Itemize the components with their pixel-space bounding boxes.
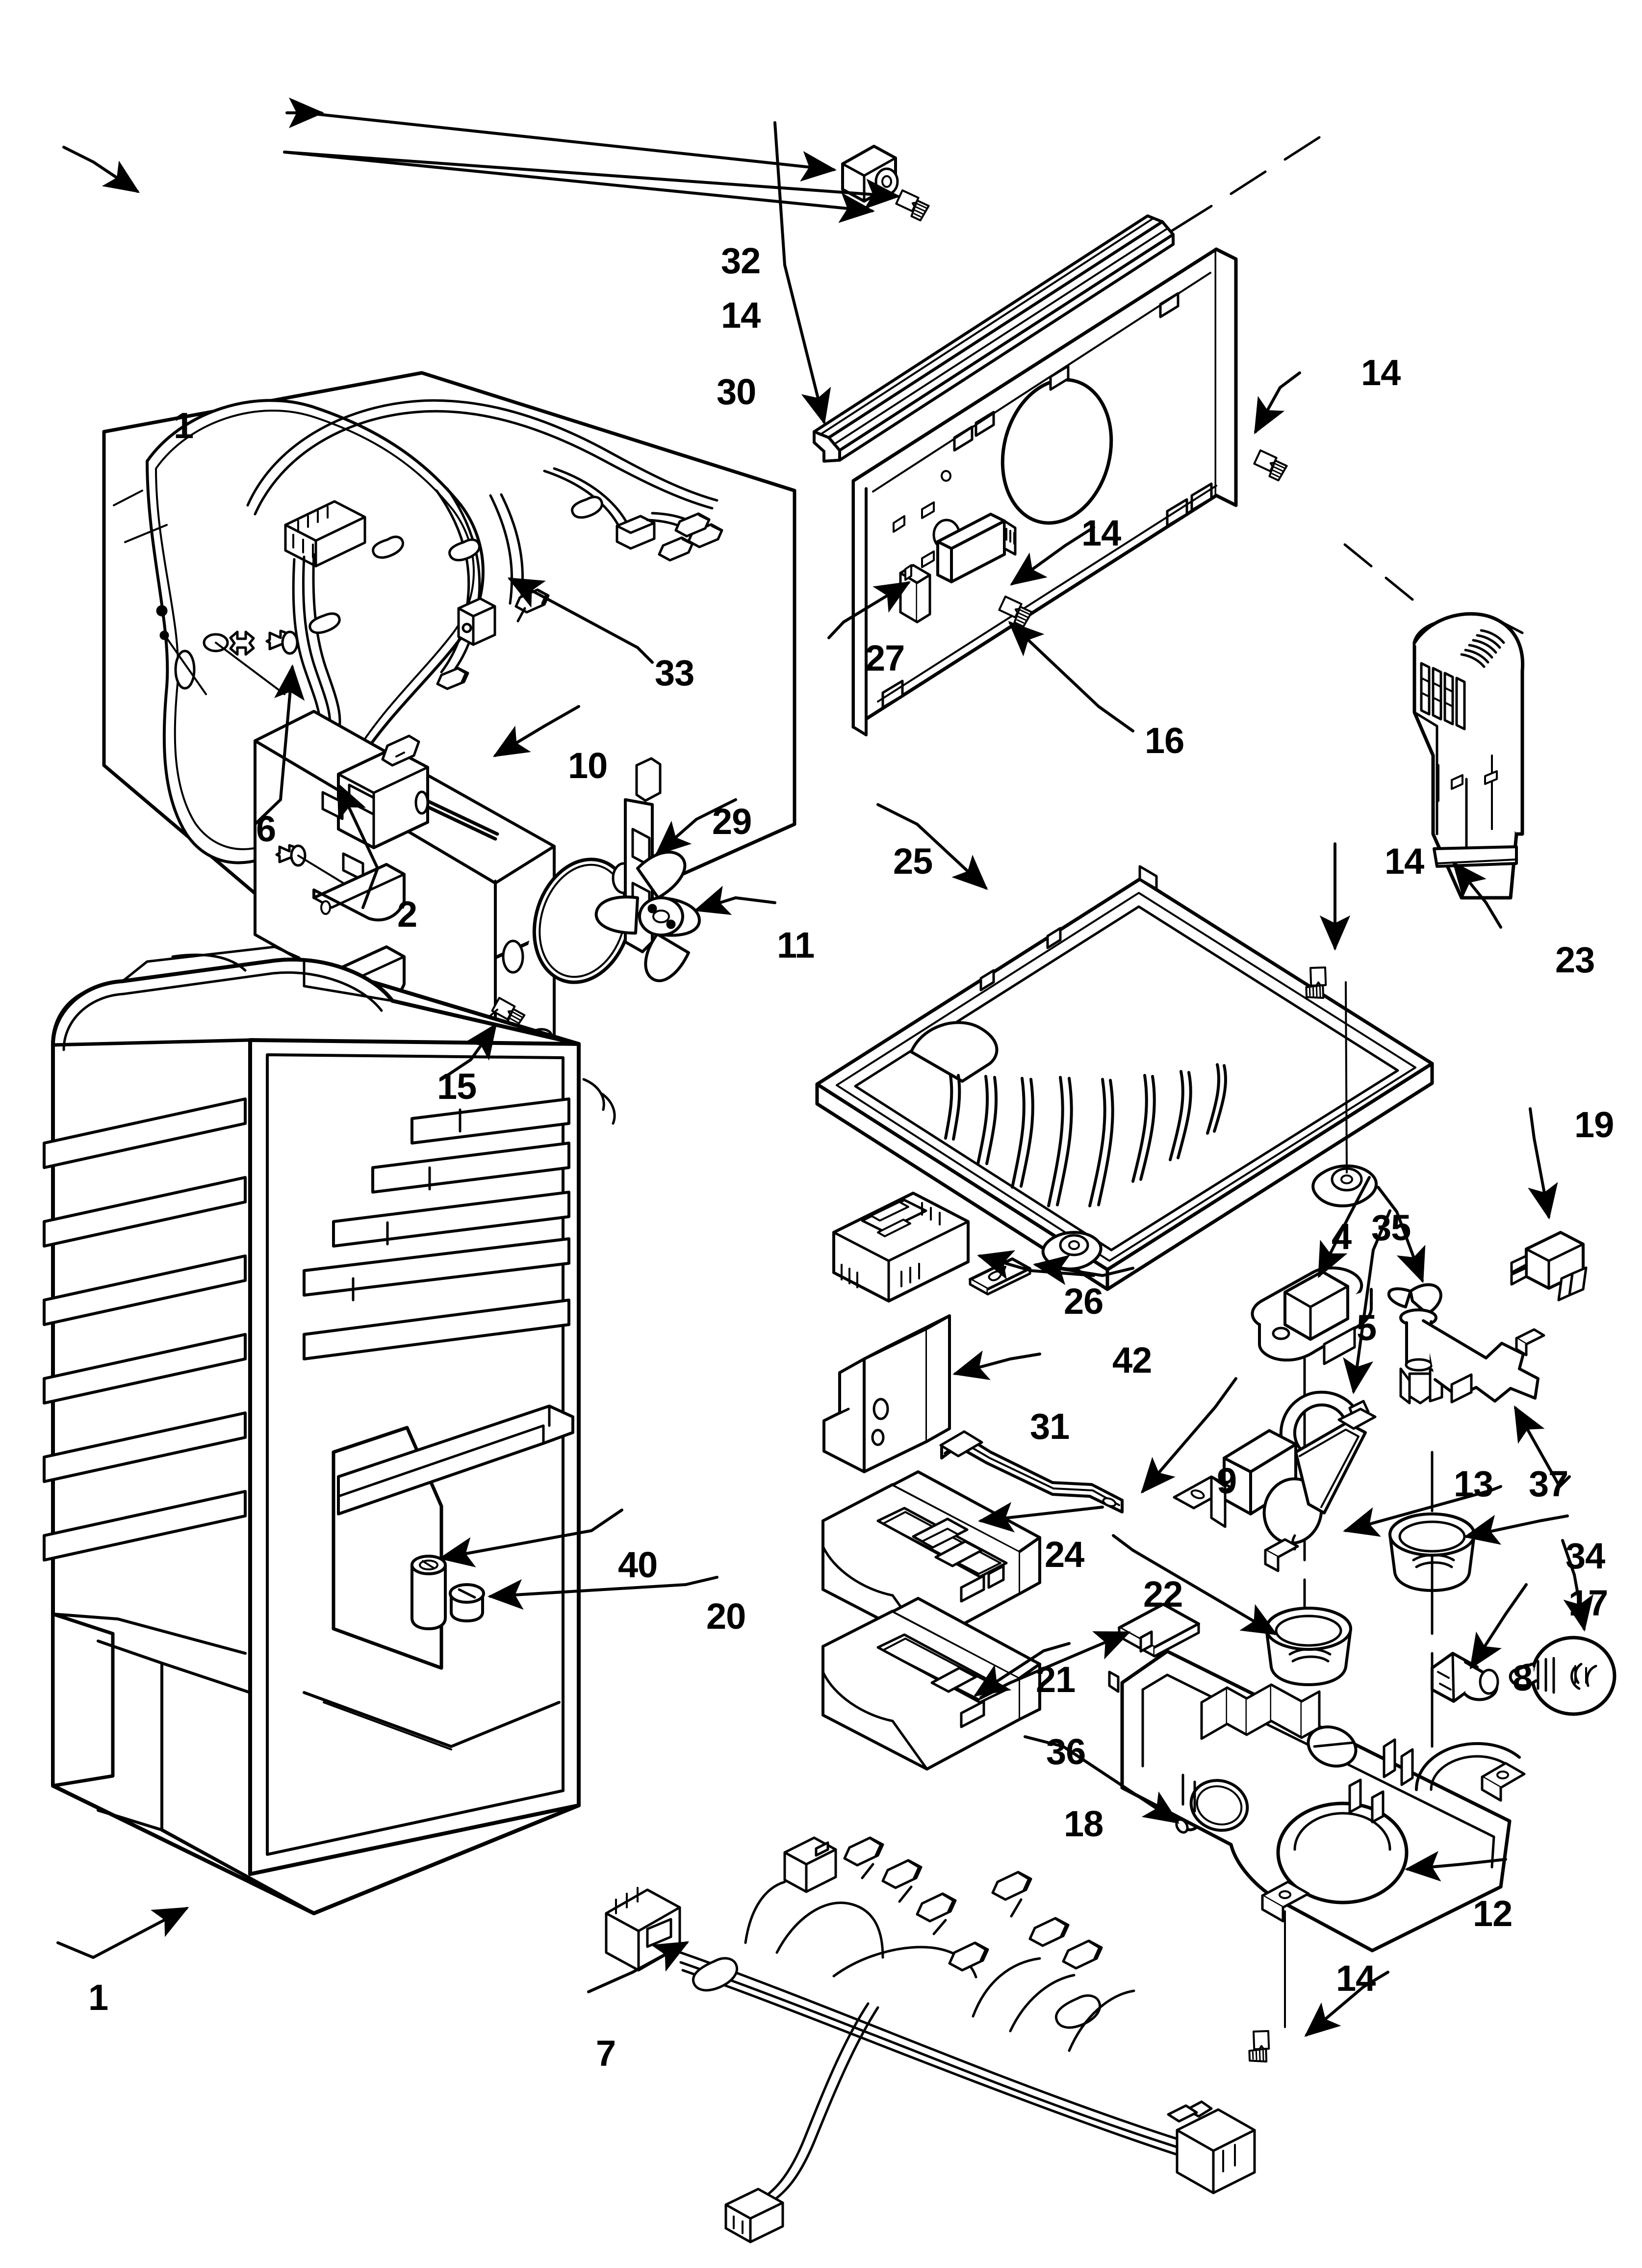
callout-number-40: 40 (618, 1544, 658, 1585)
callout-number-7: 7 (596, 2033, 616, 2074)
callout-number-42: 42 (1112, 1340, 1152, 1381)
part-fan-shroud-assembly (254, 710, 701, 1125)
callout-number-37: 37 (1529, 1463, 1568, 1504)
callout-number-24: 24 (1045, 1534, 1084, 1575)
callout-number-8: 8 (1513, 1658, 1533, 1698)
part-air-duct-cover (1343, 543, 1525, 900)
callout-number-5: 5 (1357, 1307, 1377, 1348)
callout-number-29: 29 (712, 801, 752, 842)
callout-number-16: 16 (1145, 720, 1184, 761)
callout-number-10: 10 (568, 745, 608, 786)
callout-number-14c: 14 (1081, 513, 1121, 553)
callout-number-25: 25 (893, 841, 933, 882)
callout-number-13: 13 (1454, 1463, 1493, 1504)
part-trim-breaker-strip (813, 136, 1321, 463)
part-rear-access-panel (851, 247, 1288, 736)
part-cabinet-liner-lower (43, 945, 581, 1915)
callout-number-15: 15 (437, 1066, 477, 1107)
callout-number-14d: 14 (1385, 841, 1424, 882)
callout-number-27: 27 (865, 638, 905, 678)
part-wire-connector (1510, 1231, 1588, 1302)
callout-number-31: 31 (1030, 1406, 1070, 1447)
callout-number-23: 23 (1555, 939, 1595, 980)
callout-number-34: 34 (1565, 1536, 1605, 1576)
part-defrost-thermostat (1173, 1408, 1377, 1572)
callout-number-19: 19 (1574, 1104, 1614, 1145)
callout-number-33: 33 (655, 652, 694, 693)
callout-number-14b: 14 (1361, 352, 1401, 393)
callout-leader-tails (56, 121, 1576, 1993)
part-insulation-block (822, 1314, 951, 1473)
part-drain-pan (815, 865, 1434, 1291)
callout-leaders-extra (283, 151, 900, 209)
part-label-plate (969, 1257, 1031, 1296)
callout-number-14e: 14 (1336, 1958, 1376, 1999)
part-defrost-timer (1251, 1266, 1373, 1803)
callout-number-22: 22 (1143, 1574, 1183, 1615)
callout-number-2: 2 (397, 894, 417, 935)
part-light-bulb (1509, 1636, 1616, 1716)
callout-number-20: 20 (706, 1596, 746, 1637)
part-light-socket-cup-2 (1265, 1607, 1352, 1686)
part-light-socket-bracket (1431, 1652, 1499, 1703)
callout-leader-lines (283, 97, 875, 223)
callout-number-17: 17 (1568, 1583, 1608, 1623)
callout-number-1a: 1 (174, 405, 194, 446)
part-access-cover-plate (1118, 1603, 1200, 1679)
callout-number-6: 6 (256, 808, 276, 849)
part-screw-top (894, 190, 930, 221)
callout-number-35: 35 (1371, 1207, 1411, 1248)
callout-number-36: 36 (1046, 1731, 1086, 1772)
part-drain-trough-tube (939, 1430, 1124, 1513)
part-light-switch (832, 1192, 970, 1303)
callout-number-11: 11 (777, 925, 815, 965)
callout-number-4: 4 (1332, 1216, 1352, 1257)
callout-number-18: 18 (1064, 1803, 1103, 1844)
callout-leaders-extra-2 (312, 112, 837, 182)
part-wire-harness-lower (605, 1836, 1256, 2243)
callout-number-26: 26 (1064, 1281, 1103, 1322)
callout-leaders (92, 160, 1593, 2037)
callout-number-9: 9 (1217, 1460, 1237, 1501)
callout-number-12: 12 (1473, 1893, 1513, 1934)
callout-number-32: 32 (721, 240, 761, 281)
callout-number-30: 30 (717, 371, 756, 412)
part-light-housing (1108, 1649, 1526, 2062)
callout-number-1b: 1 (88, 1977, 108, 2018)
callout-number-14a: 14 (721, 295, 761, 336)
callout-number-21: 21 (1036, 1659, 1076, 1700)
part-wire-retainer-strap (1422, 1319, 1545, 1404)
